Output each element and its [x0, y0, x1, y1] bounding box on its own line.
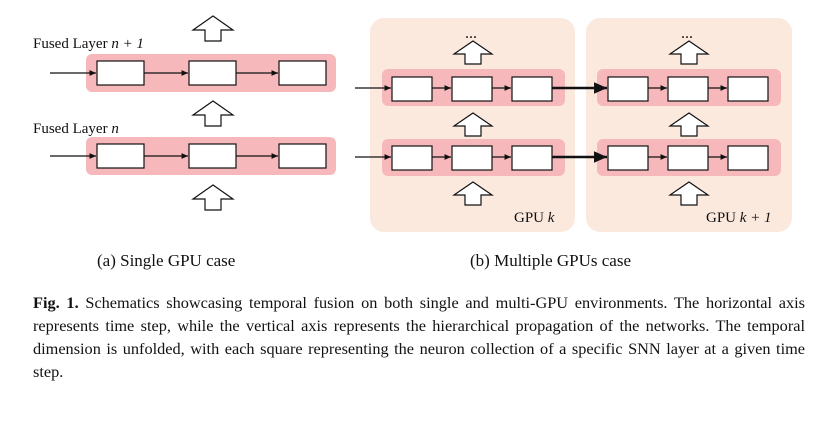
schematic-figure: Fused Layer n + 1 Fused Layer n ... ...: [33, 15, 792, 232]
neuron-box: [96, 60, 145, 86]
figure-caption: Fig. 1. Schematics showcasing temporal f…: [33, 291, 805, 383]
gpu-k-label: GPU k: [514, 210, 555, 226]
neuron-box: [727, 145, 769, 171]
subcaption-a: (a) Single GPU case: [97, 251, 236, 270]
panel-b-multiple-gpus: ... ...: [355, 18, 792, 232]
neuron-box: [188, 60, 237, 86]
up-arrow-icon: [452, 40, 494, 65]
figure-caption-text: Schematics showcasing temporal fusion on…: [33, 293, 805, 381]
gpu-k-plus-1-label: GPU k + 1: [706, 210, 772, 226]
neuron-box: [391, 76, 433, 102]
neuron-box: [511, 145, 553, 171]
subcaption-b: (b) Multiple GPUs case: [470, 251, 632, 270]
fused-layer-n-plus-1-label: Fused Layer n + 1: [33, 36, 144, 52]
panel-a-single-gpu: Fused Layer n + 1 Fused Layer n: [33, 15, 336, 211]
up-arrow-icon: [668, 112, 710, 137]
up-arrow-icon: [452, 181, 494, 206]
neuron-box: [188, 143, 237, 169]
fused-layer-n-label: Fused Layer n: [33, 121, 119, 137]
neuron-box: [451, 145, 493, 171]
up-arrow-icon: [452, 112, 494, 137]
neuron-box: [96, 143, 145, 169]
up-arrow-icon: [191, 184, 235, 211]
ellipsis-gpu-k: ...: [465, 25, 477, 42]
neuron-box: [451, 76, 493, 102]
neuron-box: [607, 76, 649, 102]
neuron-box: [511, 76, 553, 102]
neuron-box: [391, 145, 433, 171]
neuron-box: [278, 143, 327, 169]
up-arrow-icon: [191, 100, 235, 127]
neuron-box: [667, 145, 709, 171]
up-arrow-icon: [668, 40, 710, 65]
neuron-box: [278, 60, 327, 86]
neuron-box: [727, 76, 769, 102]
ellipsis-gpu-k-plus-1: ...: [681, 25, 693, 42]
figure-caption-label: Fig. 1.: [33, 293, 79, 312]
neuron-box: [607, 145, 649, 171]
neuron-box: [667, 76, 709, 102]
up-arrow-icon: [668, 181, 710, 206]
up-arrow-icon: [191, 15, 235, 42]
